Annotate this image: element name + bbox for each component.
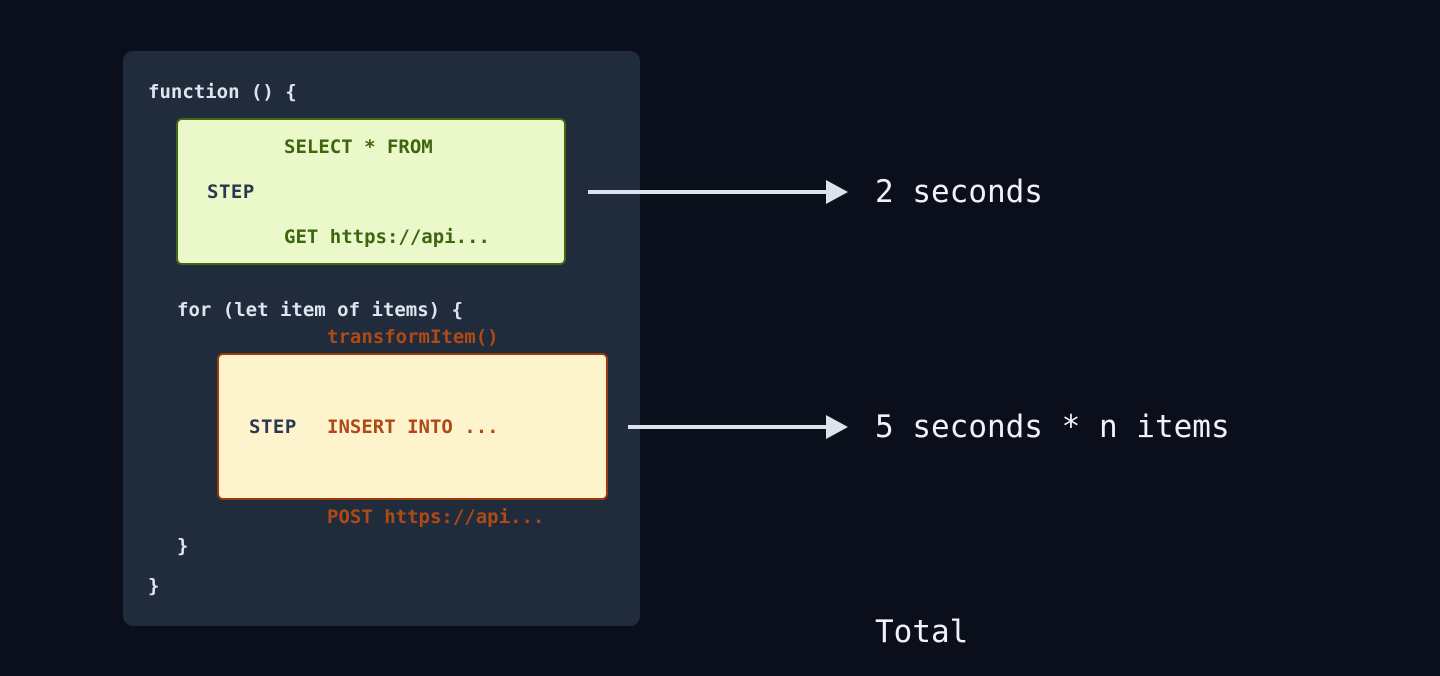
step-code-lines: transformItem() INSERT INTO ... POST htt… bbox=[327, 262, 544, 592]
step-code-line: POST https://api... bbox=[327, 505, 545, 528]
step-box-query: STEP SELECT * FROM GET https://api... bbox=[176, 118, 566, 265]
code-line-for-close: } bbox=[177, 535, 189, 557]
duration-label-step2: 5 seconds * n items bbox=[875, 409, 1230, 445]
arrow-head bbox=[826, 180, 848, 204]
step-code-line: transformItem() bbox=[327, 325, 499, 348]
duration-label-step1: 2 seconds bbox=[875, 174, 1043, 210]
total-summary: Total 100 items = 502 seconds bbox=[875, 530, 1304, 676]
arrow-right-icon bbox=[588, 180, 848, 204]
arrow-head bbox=[826, 415, 848, 439]
step-box-transform: STEP transformItem() INSERT INTO ... POS… bbox=[217, 326, 608, 528]
code-line-function-close: } bbox=[148, 575, 160, 597]
step-code-line: SELECT * FROM bbox=[284, 135, 433, 158]
code-line-for-open: for (let item of items) { bbox=[177, 299, 463, 321]
step-label: STEP bbox=[249, 415, 297, 438]
code-panel: function () { STEP SELECT * FROM GET htt… bbox=[123, 51, 640, 626]
step-label: STEP bbox=[207, 180, 255, 203]
arrow-shaft bbox=[588, 190, 830, 194]
code-line-function-open: function () { bbox=[148, 81, 297, 103]
total-title: Total bbox=[875, 614, 969, 650]
arrow-shaft bbox=[628, 425, 830, 429]
step-code-line: INSERT INTO ... bbox=[327, 415, 499, 438]
step-code-line: GET https://api... bbox=[284, 225, 490, 248]
arrow-right-icon bbox=[628, 415, 848, 439]
step-code-lines: SELECT * FROM GET https://api... bbox=[284, 72, 490, 312]
